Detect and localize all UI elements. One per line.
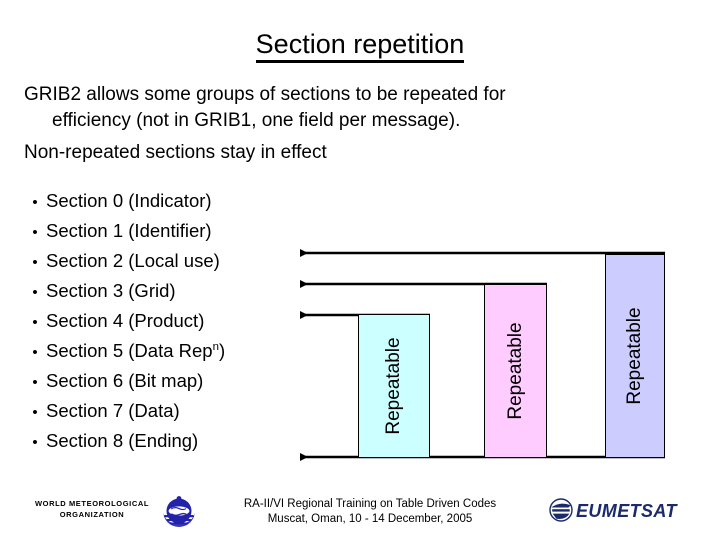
bullet-icon: •: [32, 284, 38, 301]
bullet-icon: •: [32, 344, 38, 361]
repeatable-box-product: Repeatable: [484, 284, 547, 458]
section-list: • Section 0 (Indicator) • Section 1 (Ide…: [24, 186, 324, 456]
intro-paragraph-2: Non-repeated sections stay in effect: [24, 142, 327, 163]
bullet-icon: •: [32, 404, 38, 421]
bullet-icon: •: [32, 374, 38, 391]
list-item-label: Section 2 (Local use): [46, 250, 220, 271]
slide-footer: WORLD METEOROLOGICAL ORGANIZATION: [0, 492, 720, 540]
intro-paragraph-1: GRIB2 allows some groups of sections to …: [24, 82, 649, 134]
list-item-label: Section 6 (Bit map): [46, 370, 204, 391]
list-item-label: Section 5 (Data Repn): [46, 336, 225, 366]
wmo-globe-logo-icon: [163, 496, 195, 527]
repeatable-box-grid-label: Repeatable: [383, 337, 404, 435]
wmo-organization-text: WORLD METEOROLOGICAL ORGANIZATION: [28, 498, 156, 520]
list-item: • Section 8 (Ending): [24, 426, 324, 456]
event-title: RA-II/VI Regional Training on Table Driv…: [243, 498, 497, 510]
bullet-icon: •: [32, 434, 38, 451]
bullet-icon: •: [32, 194, 38, 211]
list-item-label: Section 7 (Data): [46, 400, 180, 421]
list-item: • Section 6 (Bit map): [24, 366, 324, 396]
list-item-label: Section 8 (Ending): [46, 430, 199, 451]
list-item-label-main: Section 5 (Data Rep: [46, 340, 213, 361]
list-item: • Section 0 (Indicator): [24, 186, 324, 216]
list-item-label: Section 1 (Identifier): [46, 220, 212, 241]
eumetsat-emblem-icon: [549, 498, 573, 522]
page-title: Section repetition: [0, 27, 720, 63]
list-item-label: Section 3 (Grid): [46, 280, 176, 301]
repeatable-box-grid: Repeatable: [358, 314, 430, 458]
repeatable-box-data: Repeatable: [605, 254, 665, 458]
wmo-line-2: ORGANIZATION: [59, 510, 125, 519]
wmo-line-1: WORLD METEOROLOGICAL: [34, 499, 150, 508]
eumetsat-wordmark: EUMETSAT: [576, 501, 678, 521]
repeatable-box-data-label: Repeatable: [624, 307, 645, 405]
bullet-icon: •: [32, 314, 38, 331]
bullet-icon: •: [32, 224, 38, 241]
bullet-icon: •: [32, 254, 38, 271]
page-title-text: Section repetition: [255, 29, 465, 63]
list-item-label: Section 0 (Indicator): [46, 190, 212, 211]
event-location-date: Muscat, Oman, 10 - 14 December, 2005: [267, 513, 473, 525]
list-item: • Section 5 (Data Repn): [24, 336, 324, 366]
intro-text-block: GRIB2 allows some groups of sections to …: [24, 82, 649, 166]
intro-paragraph-1-line-2: efficiency (not in GRIB1, one field per …: [52, 110, 461, 131]
list-item: • Section 1 (Identifier): [24, 216, 324, 246]
list-item-label-suffix: ): [218, 340, 226, 361]
list-item: • Section 2 (Local use): [24, 246, 324, 276]
list-item: • Section 7 (Data): [24, 396, 324, 426]
eumetsat-logo: EUMETSAT: [549, 498, 678, 522]
intro-paragraph-1-line-1: GRIB2 allows some groups of sections to …: [24, 84, 506, 105]
repeatable-box-product-label: Repeatable: [504, 322, 526, 420]
list-item-label: Section 4 (Product): [46, 310, 205, 331]
list-item: • Section 3 (Grid): [24, 276, 324, 306]
list-item: • Section 4 (Product): [24, 306, 324, 336]
event-info: RA-II/VI Regional Training on Table Driv…: [215, 497, 525, 527]
list-item-superscript: n: [212, 340, 219, 353]
